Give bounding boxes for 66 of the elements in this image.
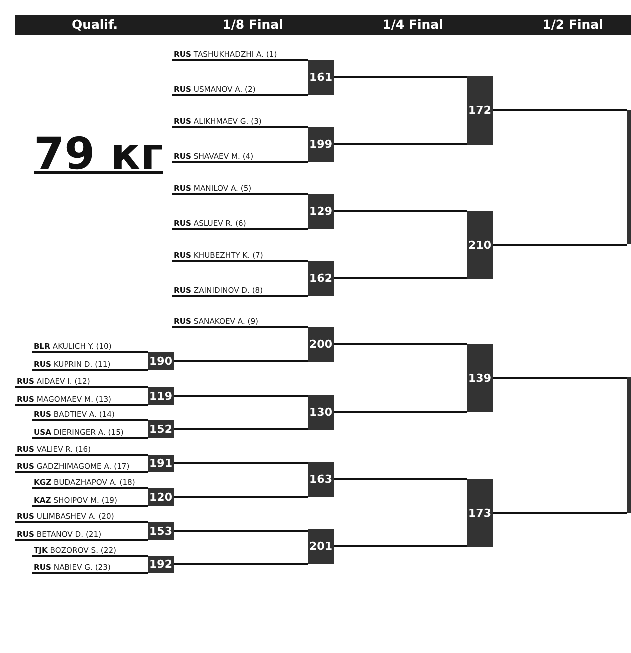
bout-number-box: 163 bbox=[308, 462, 334, 497]
bracket-line bbox=[172, 59, 308, 61]
bracket-line bbox=[32, 572, 148, 574]
bracket-line bbox=[174, 395, 308, 397]
bout-number-box: 120 bbox=[148, 488, 174, 506]
bracket-line bbox=[493, 244, 627, 246]
bracket-line bbox=[15, 386, 148, 388]
bracket-line bbox=[32, 437, 148, 439]
bracket-line bbox=[493, 512, 627, 514]
bracket-line bbox=[334, 344, 467, 346]
bracket-line bbox=[334, 412, 467, 414]
bracket-line bbox=[32, 369, 148, 371]
bracket-line bbox=[32, 555, 148, 557]
bracket-line bbox=[15, 454, 148, 456]
bracket-line bbox=[172, 94, 308, 96]
bracket-line bbox=[334, 478, 467, 480]
bracket-line bbox=[32, 351, 148, 353]
bracket-line bbox=[172, 260, 308, 262]
bracket-line bbox=[15, 539, 148, 541]
column-header: 1/4 Final bbox=[382, 16, 444, 34]
weight-class-title: 79 кг bbox=[34, 128, 164, 182]
bracket-line bbox=[172, 326, 308, 328]
bout-number-box: 129 bbox=[308, 194, 334, 229]
bout-number-box: 201 bbox=[308, 529, 334, 564]
bout-number-box: 199 bbox=[308, 127, 334, 162]
bracket-line bbox=[172, 295, 308, 297]
bracket-line bbox=[174, 428, 308, 430]
column-header: 1/2 Final bbox=[542, 16, 604, 34]
bracket-line bbox=[174, 462, 308, 464]
bracket-line bbox=[32, 505, 148, 507]
bracket-line bbox=[174, 530, 308, 532]
bracket-line bbox=[493, 377, 627, 379]
bout-number-box: 162 bbox=[308, 261, 334, 296]
bracket-line bbox=[493, 110, 627, 112]
bracket-line bbox=[174, 496, 308, 498]
bracket-line bbox=[334, 76, 467, 78]
bracket-line bbox=[334, 144, 467, 146]
bracket-line bbox=[334, 278, 467, 280]
bracket-line bbox=[172, 126, 308, 128]
bracket-line bbox=[172, 161, 308, 163]
bout-number-box: 200 bbox=[308, 327, 334, 362]
bout-number-box: 192 bbox=[148, 556, 174, 573]
bout-number-box: 130 bbox=[308, 395, 334, 430]
bout-number-box: 152 bbox=[148, 420, 174, 438]
bout-number-box: 172 bbox=[467, 76, 493, 145]
bout-number-box: 119 bbox=[148, 387, 174, 405]
bout-number-box: 210 bbox=[467, 211, 493, 279]
bracket-line bbox=[32, 487, 148, 489]
column-header: 1/8 Final bbox=[222, 16, 284, 34]
bracket-line bbox=[334, 546, 467, 548]
bracket-line bbox=[15, 471, 148, 473]
bracket-line bbox=[172, 193, 308, 195]
bout-number-box: 173 bbox=[467, 479, 493, 547]
bracket-line bbox=[174, 360, 308, 362]
bracket-line bbox=[174, 564, 308, 566]
bout-number-box: 190 bbox=[148, 352, 174, 370]
bout-number-box: 153 bbox=[148, 522, 174, 540]
bracket-line bbox=[334, 210, 467, 212]
bracket-line bbox=[15, 404, 148, 406]
bracket-line bbox=[172, 228, 308, 230]
column-header: Qualif. bbox=[72, 16, 118, 34]
bracket-line bbox=[15, 521, 148, 523]
bracket-line bbox=[32, 419, 148, 421]
bout-number-box: 161 bbox=[308, 60, 334, 95]
bout-number-box: 139 bbox=[467, 344, 493, 412]
bout-number-box: 191 bbox=[148, 455, 174, 472]
